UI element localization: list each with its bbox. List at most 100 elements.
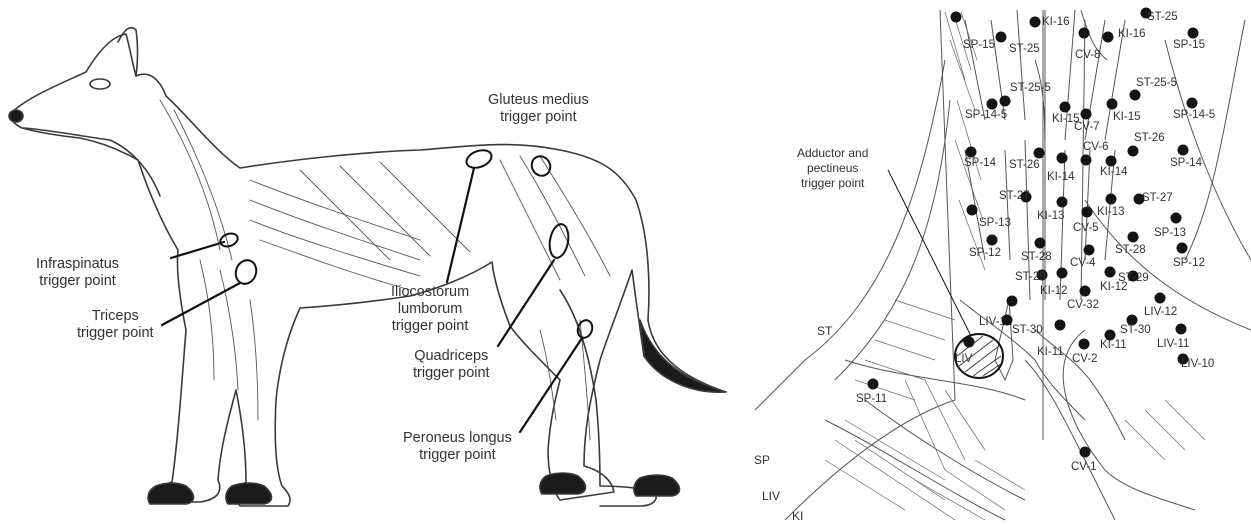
- acupoint-label: ST-25: [1009, 43, 1040, 55]
- gluteus-medius-label: Gluteus medius trigger point: [488, 92, 589, 126]
- acupoint-dot: [1177, 243, 1188, 254]
- acupoint-dot: [1000, 96, 1011, 107]
- acupoint-dot: [1105, 267, 1116, 278]
- acupoint-label: SP-14: [964, 157, 997, 169]
- acupoint-dot: [964, 337, 975, 348]
- acupoint-label: SP-14: [1170, 157, 1203, 169]
- acupoint-dot: [1055, 320, 1066, 331]
- acupoint-label: ST-27: [1142, 192, 1173, 204]
- iliocostorum-trigger-marker: [464, 147, 494, 171]
- acupoint-label: SP-13: [979, 217, 1011, 229]
- adductor-leader: [888, 170, 971, 336]
- acupoint-dot: [1106, 194, 1117, 205]
- adductor-pectineus-label: Adductor and pectineus trigger point: [797, 146, 868, 191]
- acupoint-dot: [1034, 148, 1045, 159]
- acupoint-label: KI-14: [1100, 166, 1128, 178]
- acupoint-dot: [1176, 324, 1187, 335]
- acupoint-label: ST-30: [1012, 324, 1043, 336]
- triceps-trigger-marker: [232, 257, 259, 286]
- acupoint-dot: [1035, 238, 1046, 249]
- acupoint-label: LIV-12: [1144, 306, 1177, 318]
- acupoint-label: KI-14: [1047, 171, 1075, 183]
- peroneus-trigger-marker: [575, 318, 594, 340]
- acupoint-label: ST-25-5: [1010, 82, 1051, 94]
- infraspinatus-leader: [171, 242, 224, 258]
- acupoint-dot: [1128, 146, 1139, 157]
- meridian-region-label: LIV: [762, 489, 780, 503]
- acupoint-label: SP-12: [1173, 257, 1205, 269]
- acupoint-label: SP-15: [1173, 39, 1205, 51]
- quadriceps-label: Quadriceps trigger point: [413, 348, 490, 382]
- acupoint-label: CV-6: [1083, 141, 1109, 153]
- acupoint-label: ST-28: [1115, 244, 1146, 256]
- meridian-region-label: SP: [754, 453, 770, 467]
- acupoint-label: CV-5: [1073, 222, 1099, 234]
- acupoint-label: ST-25-5: [1136, 77, 1177, 89]
- acupoint-dot: [1057, 197, 1068, 208]
- triceps-leader: [162, 283, 240, 325]
- acupoint-label: SP-15: [963, 39, 995, 51]
- triceps-label: Triceps trigger point: [77, 308, 154, 342]
- acupoint-label: KI-13: [1097, 206, 1125, 218]
- acupoint-label: ST-30: [1120, 324, 1151, 336]
- acupoint-label: ST-29: [1015, 271, 1046, 283]
- acupoint-dot: [1002, 315, 1013, 326]
- acupoint-dot: [1106, 156, 1117, 167]
- acupoint-dot: [1128, 232, 1139, 243]
- acupoints-layer: SP-15KI-16CV-8KI-16ST-25SP-15ST-25ST-25-…: [754, 8, 1215, 524]
- acupoint-dot: [1084, 245, 1095, 256]
- acupoint-dot: [1103, 32, 1114, 43]
- acupoint-label: LIV: [955, 353, 973, 365]
- acupoint-label: KI-11: [1037, 346, 1064, 358]
- acupoint-label: SP-14-5: [1173, 109, 1215, 121]
- acupoint-label: ST-27: [999, 190, 1030, 202]
- acupoint-dot: [1060, 102, 1071, 113]
- quadriceps-trigger-marker: [547, 223, 571, 260]
- infraspinatus-trigger-marker: [218, 231, 239, 248]
- acupoint-label: ST-28: [1021, 251, 1052, 263]
- acupoint-dot: [1178, 145, 1189, 156]
- acupoint-dot: [1030, 17, 1041, 28]
- acupoint-label: SP-13: [1154, 227, 1186, 239]
- dog-lateral-figure: Gluteus medius trigger point Infraspinat…: [0, 0, 740, 526]
- acupoint-label: ST-26: [1134, 132, 1165, 144]
- acupoint-label: ST-29: [1118, 272, 1149, 284]
- acupoint-dot: [1079, 339, 1090, 350]
- acupoint-dot: [1155, 293, 1166, 304]
- acupoint-label: KI-16: [1042, 16, 1070, 28]
- acupoint-dot: [987, 99, 998, 110]
- acupoint-dot: [1007, 296, 1018, 307]
- acupoint-label: ST-25: [1147, 11, 1178, 23]
- iliocostorum-label: Iliocostorum lumborum trigger point: [391, 284, 469, 335]
- acupoint-label: SP-14-5: [965, 109, 1007, 121]
- acupoint-dot: [1130, 90, 1141, 101]
- acupoint-dot: [1081, 155, 1092, 166]
- acupoint-label: LIV-11: [1157, 338, 1189, 350]
- acupoint-label: CV-8: [1075, 49, 1101, 61]
- meridian-region-label: ST: [817, 324, 833, 338]
- acupoint-dot: [1107, 99, 1118, 110]
- quadriceps-leader: [498, 260, 554, 346]
- acupoint-label: CV-2: [1072, 353, 1098, 365]
- acupoint-label: CV-1: [1071, 461, 1097, 473]
- infraspinatus-label: Infraspinatus trigger point: [36, 256, 119, 290]
- acupoint-label: CV-4: [1070, 257, 1096, 269]
- acupoint-label: SP-12: [969, 247, 1001, 259]
- acupoint-dot: [1081, 109, 1092, 120]
- acupoint-label: CV-32: [1067, 299, 1099, 311]
- iliocostorum-leader: [447, 168, 474, 282]
- acupoint-dot: [1082, 207, 1093, 218]
- peroneus-leader: [520, 338, 582, 432]
- acupoint-dot: [1057, 268, 1068, 279]
- acupoint-dot: [996, 32, 1007, 43]
- acupoint-label: KI-15: [1113, 111, 1141, 123]
- acupoint-dot: [966, 147, 977, 158]
- acupoint-label: KI-12: [1040, 285, 1068, 297]
- acupoint-dot: [987, 235, 998, 246]
- acupoint-dot: [1079, 28, 1090, 39]
- acupoint-label: CV-7: [1074, 121, 1100, 133]
- acupoint-label: KI-11: [1100, 339, 1127, 351]
- acupoint-label: LIV-10: [1181, 358, 1214, 370]
- acupoint-dot: [1080, 286, 1091, 297]
